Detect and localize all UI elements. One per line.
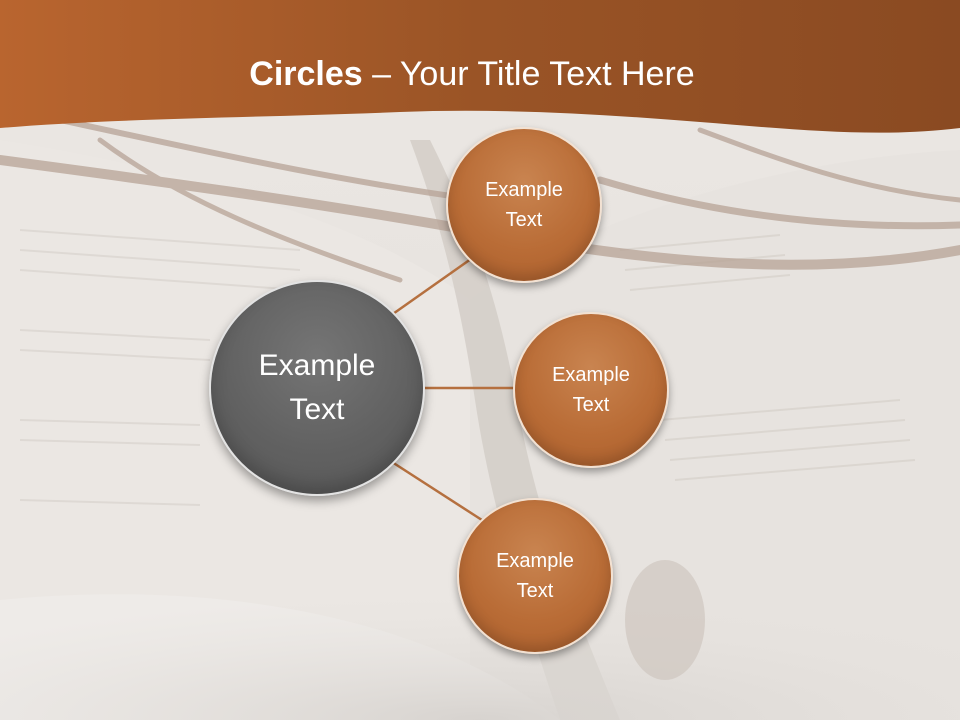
outer-circle-bottom[interactable]: Example Text	[457, 498, 613, 654]
connector-top	[389, 252, 479, 318]
outer-circle-top[interactable]: Example Text	[446, 127, 602, 283]
center-circle-label: Example Text	[258, 349, 376, 426]
outer-circle-middle[interactable]: Example Text	[513, 312, 669, 468]
outer-circle-top-label: Example Text	[485, 179, 563, 231]
center-circle[interactable]: Example Text	[209, 280, 425, 496]
title-rest: – Your Title Text Here	[362, 55, 695, 93]
outer-circle-bottom-label: Example Text	[496, 550, 574, 602]
title-bold: Circles	[249, 55, 363, 93]
outer-circle-middle-label: Example Text	[552, 364, 630, 416]
connector-bottom	[391, 460, 486, 524]
slide-title: Circles – Your Title Text Here	[0, 52, 944, 96]
